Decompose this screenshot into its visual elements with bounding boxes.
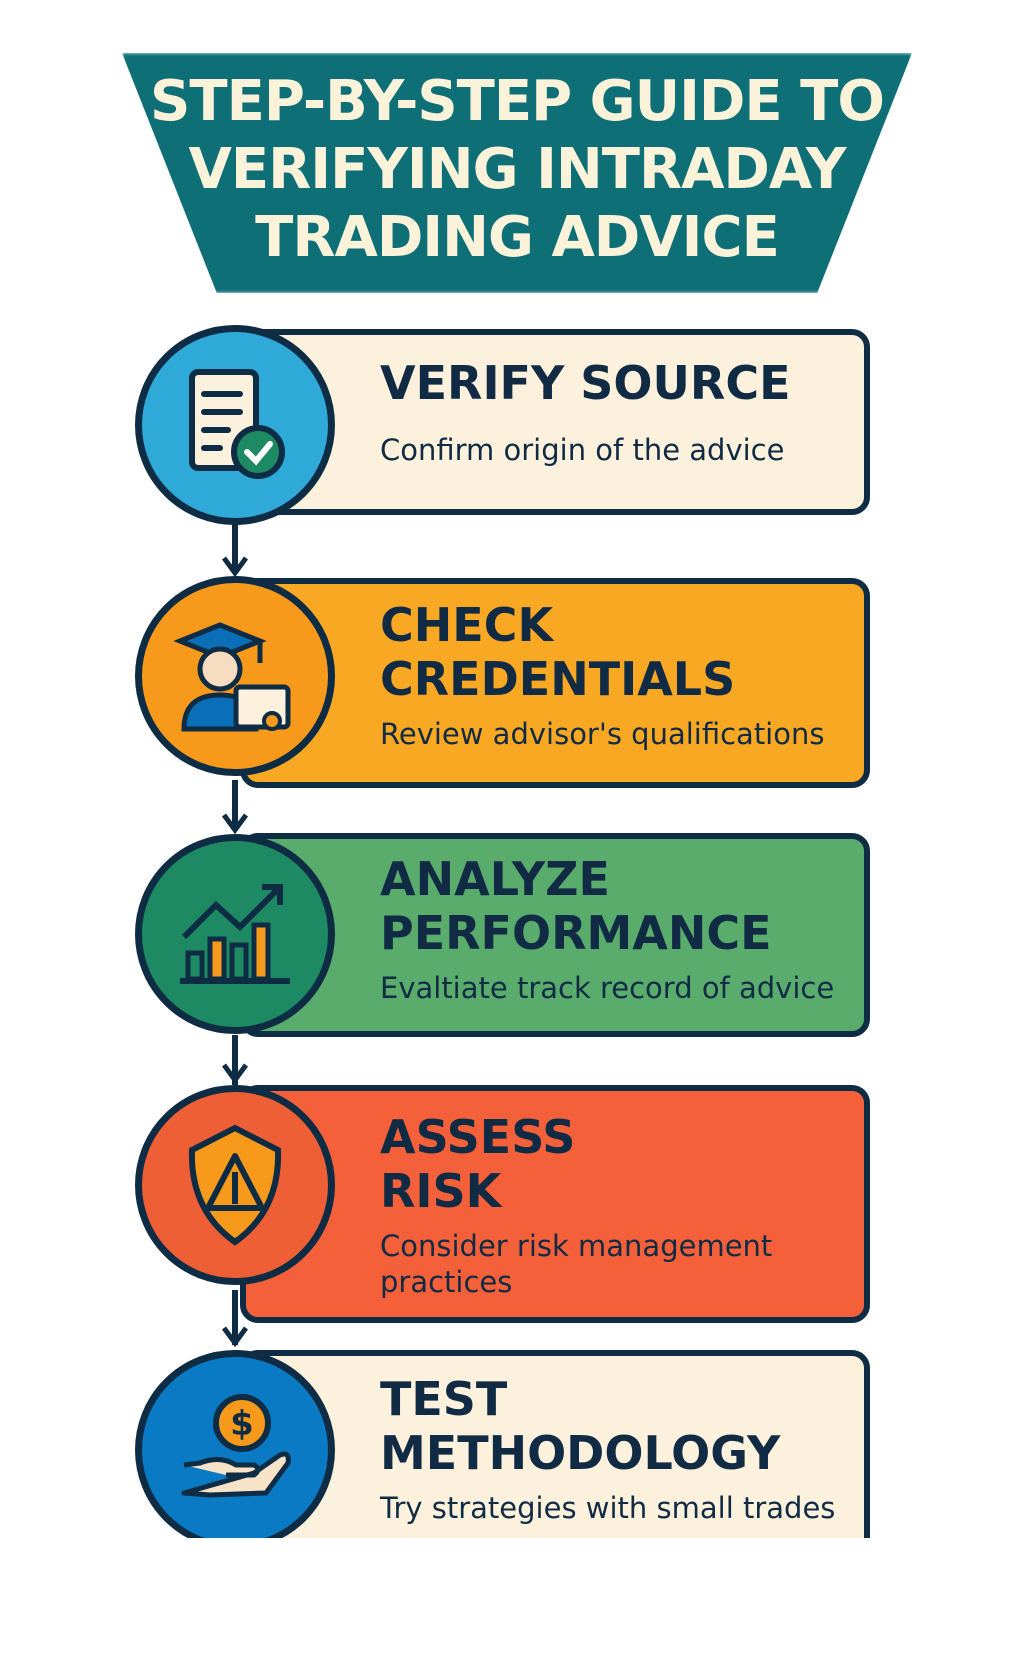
title-line: VERIFYING INTRADAY — [188, 137, 847, 202]
hand-coin-icon: $ — [181, 1394, 291, 1498]
heading-line: CHECK — [380, 598, 554, 652]
heading-line: CREDENTIALS — [380, 652, 736, 706]
connector-line — [232, 780, 238, 830]
step-icon-circle — [135, 834, 335, 1034]
step-heading: VERIFY SOURCE — [380, 356, 791, 410]
svg-text:$: $ — [230, 1404, 254, 1444]
arrow-down-icon — [221, 1326, 249, 1347]
step-card-verify-source — [240, 329, 870, 515]
step-icon-circle — [135, 576, 335, 776]
step-description: Evaltiate track record of advice — [380, 971, 835, 1005]
title-line: STEP-BY-STEP GUIDE TO — [150, 69, 885, 134]
step-card-check-credentials — [240, 578, 870, 788]
heading-line: PERFORMANCE — [380, 906, 772, 960]
arrow-down-icon — [221, 813, 249, 834]
title-line: TRADING ADVICE — [255, 205, 780, 270]
bottom-margin — [0, 1538, 1024, 1666]
shield-warning-icon — [188, 1124, 282, 1246]
heading-line: TEST — [380, 1372, 508, 1426]
arrow-down-icon — [221, 556, 249, 577]
step-card-analyze-performance — [240, 833, 870, 1037]
step-card-assess-risk — [240, 1085, 870, 1323]
step-description: Consider risk management practices — [380, 1229, 773, 1299]
heading-line: ANALYZE — [380, 852, 610, 906]
connector-line — [232, 520, 238, 570]
graduate-certificate-icon — [173, 622, 291, 732]
heading-line: RISK — [380, 1164, 502, 1218]
arrow-down-icon — [221, 1063, 249, 1084]
step-description: Confirm origin of the advice — [380, 433, 785, 467]
title-banner — [122, 53, 912, 293]
step-description: Review advisor's qualifications — [380, 717, 825, 751]
bar-chart-trend-icon — [180, 884, 290, 984]
heading-line: ASSESS — [380, 1110, 576, 1164]
step-icon-circle — [135, 325, 335, 525]
document-check-icon — [189, 369, 285, 479]
step-description: Try strategies with small trades — [380, 1491, 836, 1525]
heading-line: METHODOLOGY — [380, 1426, 781, 1480]
connector-line — [232, 1290, 238, 1345]
connector-line — [232, 1035, 238, 1085]
step-icon-circle — [135, 1085, 335, 1285]
step-icon-circle: $ — [135, 1350, 335, 1550]
page-title: STEP-BY-STEP GUIDE TO VERIFYING INTRADAY… — [122, 68, 912, 272]
